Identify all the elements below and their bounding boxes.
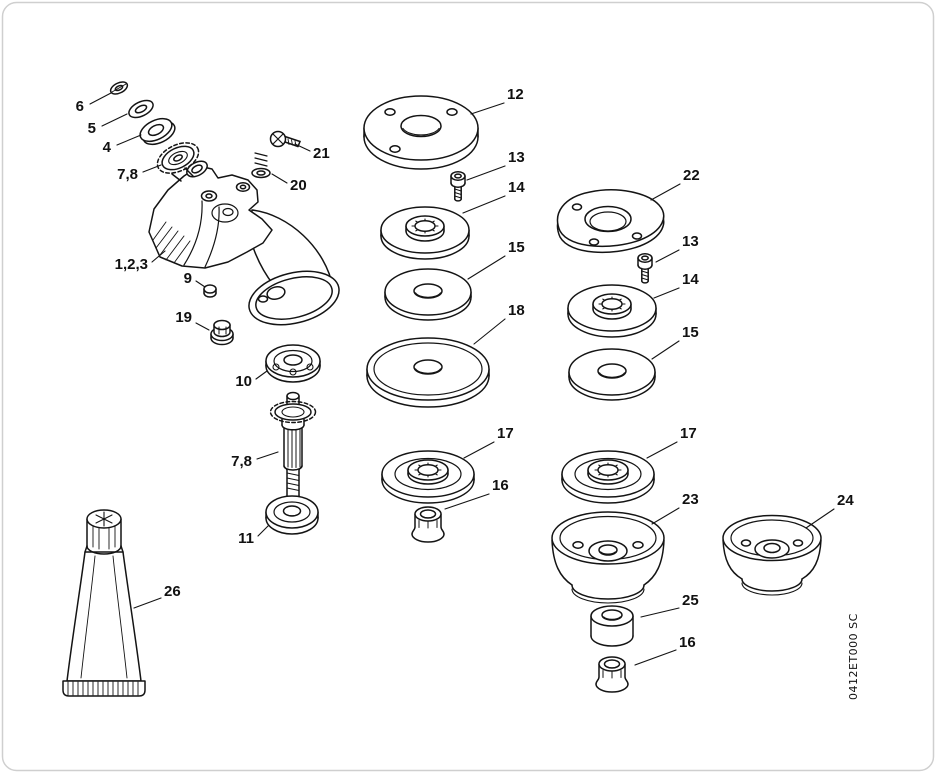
part-clamping-flange-14-middle (380, 206, 470, 260)
leader-lines (89, 92, 835, 666)
part-screw-plug-19 (210, 319, 234, 346)
part-cover-plate-22 (556, 189, 665, 254)
part-screw-6 (109, 81, 129, 95)
part-screw-21 (269, 130, 301, 148)
callout-16-middle: 16 (492, 477, 509, 494)
callout-15-middle: 15 (508, 239, 525, 256)
part-thrust-plate-12 (363, 95, 479, 170)
callout-13-right: 13 (682, 233, 699, 250)
callout-20: 20 (290, 177, 307, 194)
part-ball-bearing-11 (265, 495, 319, 535)
part-spacer-25 (590, 605, 634, 647)
callout-1-2-3: 1,2,3 (115, 256, 148, 273)
callout-14-middle: 14 (508, 179, 525, 196)
callout-14-right: 14 (682, 271, 699, 288)
part-cup-wheel-23 (551, 511, 665, 604)
callout-25: 25 (682, 592, 699, 609)
callout-18: 18 (508, 302, 525, 319)
callout-9: 9 (184, 270, 192, 287)
part-clamping-flange-14-right (567, 284, 657, 338)
part-ball-bearing-10 (265, 344, 321, 383)
callout-10: 10 (235, 373, 252, 390)
callout-15-right: 15 (682, 324, 699, 341)
callout-22: 22 (683, 167, 700, 184)
part-support-plate-17-middle (381, 450, 475, 504)
part-grease-tube-26 (62, 509, 146, 697)
part-bevel-gear-7-8 (156, 142, 200, 182)
part-bearing-cup-24 (722, 514, 822, 596)
part-bearing-4 (139, 117, 176, 146)
part-screw-13-middle (450, 171, 466, 202)
part-pinion-shaft-7-8 (269, 391, 317, 500)
callout-7-8-shaft: 7,8 (231, 453, 252, 470)
part-support-plate-17-right (561, 450, 655, 504)
callout-12: 12 (507, 86, 524, 103)
part-washer-15-middle (384, 268, 472, 321)
callout-16-right: 16 (679, 634, 696, 651)
callout-4: 4 (103, 139, 112, 156)
part-screw-13-right (637, 253, 653, 284)
part-collar-nut-16-right (595, 656, 629, 693)
part-washer-15-right (568, 348, 656, 401)
callout-19: 19 (175, 309, 192, 326)
part-washer-5 (128, 99, 154, 119)
callout-21: 21 (313, 145, 330, 162)
part-large-washer-18 (366, 337, 490, 408)
callout-23: 23 (682, 491, 699, 508)
callout-24: 24 (837, 492, 854, 509)
callout-17-right: 17 (680, 425, 697, 442)
callout-13-middle: 13 (508, 149, 525, 166)
callout-7-8-upper: 7,8 (117, 166, 138, 183)
part-spring-washer-20 (251, 152, 271, 179)
callout-6: 6 (76, 98, 84, 115)
callout-11: 11 (238, 530, 254, 547)
callout-17-middle: 17 (497, 425, 514, 442)
callout-5: 5 (88, 120, 96, 137)
callout-26: 26 (164, 583, 181, 600)
callout-labels: 6 5 4 7,8 21 20 1,2,3 9 19 10 7,8 11 26 … (76, 86, 855, 651)
doc-code: 0412ET000 SC (847, 613, 860, 700)
part-gear-head-housing-1-2-3 (148, 160, 340, 326)
part-plug-9 (203, 284, 217, 298)
part-collar-nut-16-middle (411, 506, 445, 543)
